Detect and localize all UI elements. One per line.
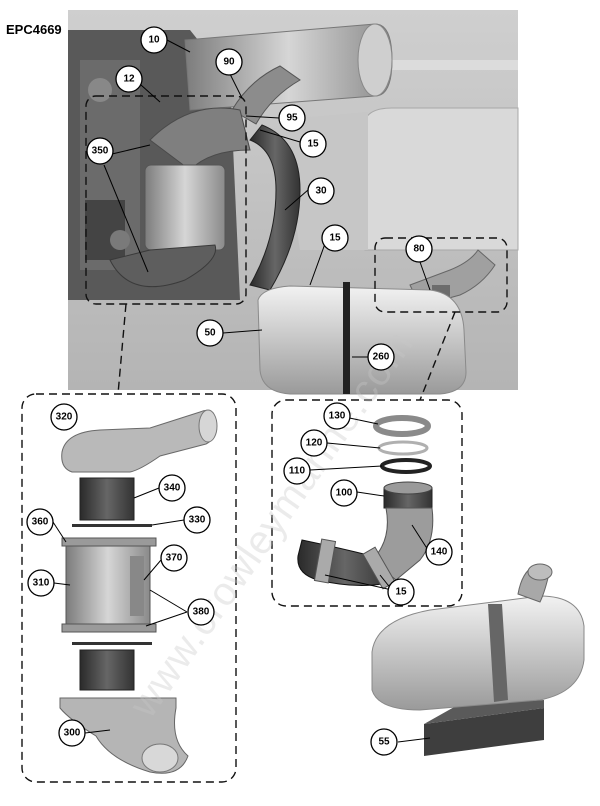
callout-label: 370 [166, 553, 183, 564]
hose-30 [249, 124, 301, 291]
diagram-code: EPC4669 [6, 22, 62, 37]
callout-label: 320 [56, 412, 73, 423]
callout-label: 100 [336, 488, 353, 499]
callout-95: 95 [278, 104, 306, 132]
detail-box-outlet-exploded [271, 399, 463, 607]
gasket-lower [72, 642, 152, 645]
callout-360: 360 [26, 508, 54, 536]
detail-box-riser [85, 95, 247, 305]
callout-130: 130 [323, 402, 351, 430]
detail-box-riser-exploded [21, 393, 237, 783]
hose-90 [231, 65, 301, 125]
callout-380: 380 [187, 598, 215, 626]
callout-label: 15 [395, 587, 407, 598]
callout-110: 110 [283, 457, 311, 485]
callouts: 10 90 12 95 15 350 30 15 80 50 260 320 1… [26, 26, 453, 756]
callout-label: 330 [189, 515, 206, 526]
callout-15-top: 15 [299, 130, 327, 158]
callout-label: 340 [164, 483, 181, 494]
callout-140: 140 [425, 538, 453, 566]
callout-310: 310 [27, 569, 55, 597]
callout-320: 320 [50, 403, 78, 431]
riser-cylinder [144, 164, 226, 251]
callout-label: 95 [286, 113, 298, 124]
callout-label: 140 [431, 547, 448, 558]
oring-110 [380, 458, 432, 474]
callout-label: 80 [413, 244, 425, 255]
tank-55-assembly [371, 563, 585, 756]
callout-55: 55 [370, 728, 398, 756]
callout-120: 120 [300, 429, 328, 457]
ring-120 [377, 440, 429, 456]
callout-15-mid: 15 [321, 224, 349, 252]
callout-100: 100 [330, 479, 358, 507]
callout-300: 300 [58, 719, 86, 747]
callout-350: 350 [86, 137, 114, 165]
band-340 [79, 477, 135, 521]
callout-label: 260 [373, 352, 390, 363]
callout-label: 15 [307, 139, 319, 150]
outlet-exploded [297, 415, 434, 590]
callout-label: 350 [92, 146, 109, 157]
callout-label: 310 [33, 578, 50, 589]
callout-330: 330 [183, 506, 211, 534]
callout-80: 80 [405, 235, 433, 263]
callout-30: 30 [307, 177, 335, 205]
callout-label: 380 [193, 607, 210, 618]
callout-label: 120 [306, 438, 323, 449]
callout-label: 130 [329, 411, 346, 422]
callout-label: 90 [223, 57, 235, 68]
callout-label: 50 [204, 328, 216, 339]
callout-260: 260 [367, 343, 395, 371]
callout-340: 340 [158, 474, 186, 502]
callout-90: 90 [215, 48, 243, 76]
leader-lines [52, 39, 431, 743]
callout-label: 30 [315, 186, 327, 197]
callout-10: 10 [140, 26, 168, 54]
callout-label: 360 [32, 517, 49, 528]
engine-scene [68, 10, 519, 395]
elbow-320 [61, 409, 217, 473]
callout-50: 50 [196, 319, 224, 347]
callout-370: 370 [160, 544, 188, 572]
riser-exploded [59, 409, 218, 774]
band-lower [79, 649, 135, 691]
callout-15-bottom: 15 [387, 578, 415, 606]
tank-strap [343, 282, 350, 394]
waterlift-tank [257, 285, 467, 395]
callout-label: 300 [64, 728, 81, 739]
elbow-140 [371, 507, 434, 581]
callout-label: 12 [123, 74, 135, 85]
clamp-130 [373, 415, 431, 437]
callout-label: 10 [148, 35, 160, 46]
waterlift-tank-55 [371, 595, 585, 711]
callout-12: 12 [115, 65, 143, 93]
callout-label: 15 [329, 233, 341, 244]
gasket-330 [72, 524, 152, 527]
callout-label: 55 [378, 737, 390, 748]
callout-label: 110 [289, 466, 306, 477]
cabinet-box [364, 107, 519, 251]
detail-box-outlet [374, 237, 508, 313]
tank-strap-55 [488, 604, 508, 702]
